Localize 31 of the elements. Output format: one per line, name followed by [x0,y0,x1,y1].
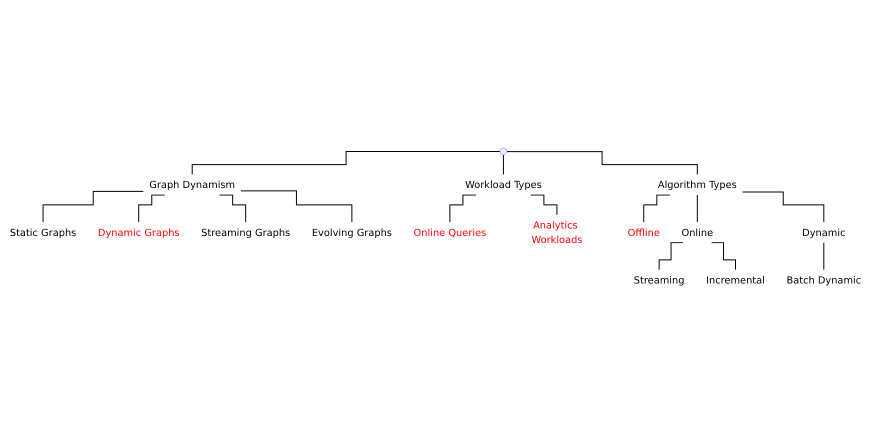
category-label: Evolving Graphs [312,226,392,239]
category-label: Dynamic [802,226,846,239]
connector-line [502,154,504,176]
category-label: Streaming Graphs [201,226,290,239]
category-label: Streaming [634,274,684,286]
connector-line [823,242,824,271]
category-label: Analytics Workloads [531,220,582,246]
connector-line [138,194,166,223]
category-label: Workload Types [465,179,542,192]
category-label: Batch Dynamic [786,274,862,286]
connector-line [643,194,670,223]
connector-line [240,190,352,223]
connector-line [711,242,736,271]
category-label: Online Queries [414,226,486,239]
connector-line [42,191,144,223]
connector-line [742,192,824,223]
connector-line [506,151,698,176]
category-label: Algorithm Types [658,179,737,192]
connector-line [530,194,558,216]
category-label: Online [681,226,714,239]
category-label: Static Graphs [10,226,76,239]
category-label: Incremental [706,274,765,286]
category-label: Dynamic Graphs [98,226,180,239]
category-label: Offline [628,226,660,239]
connector-line [192,151,500,176]
connector-line [449,194,476,223]
connector-line [658,242,684,271]
junction-dot [500,148,508,156]
category-label: Graph Dynamism [149,179,236,192]
connector-line [696,194,698,223]
connector-line [219,194,246,223]
